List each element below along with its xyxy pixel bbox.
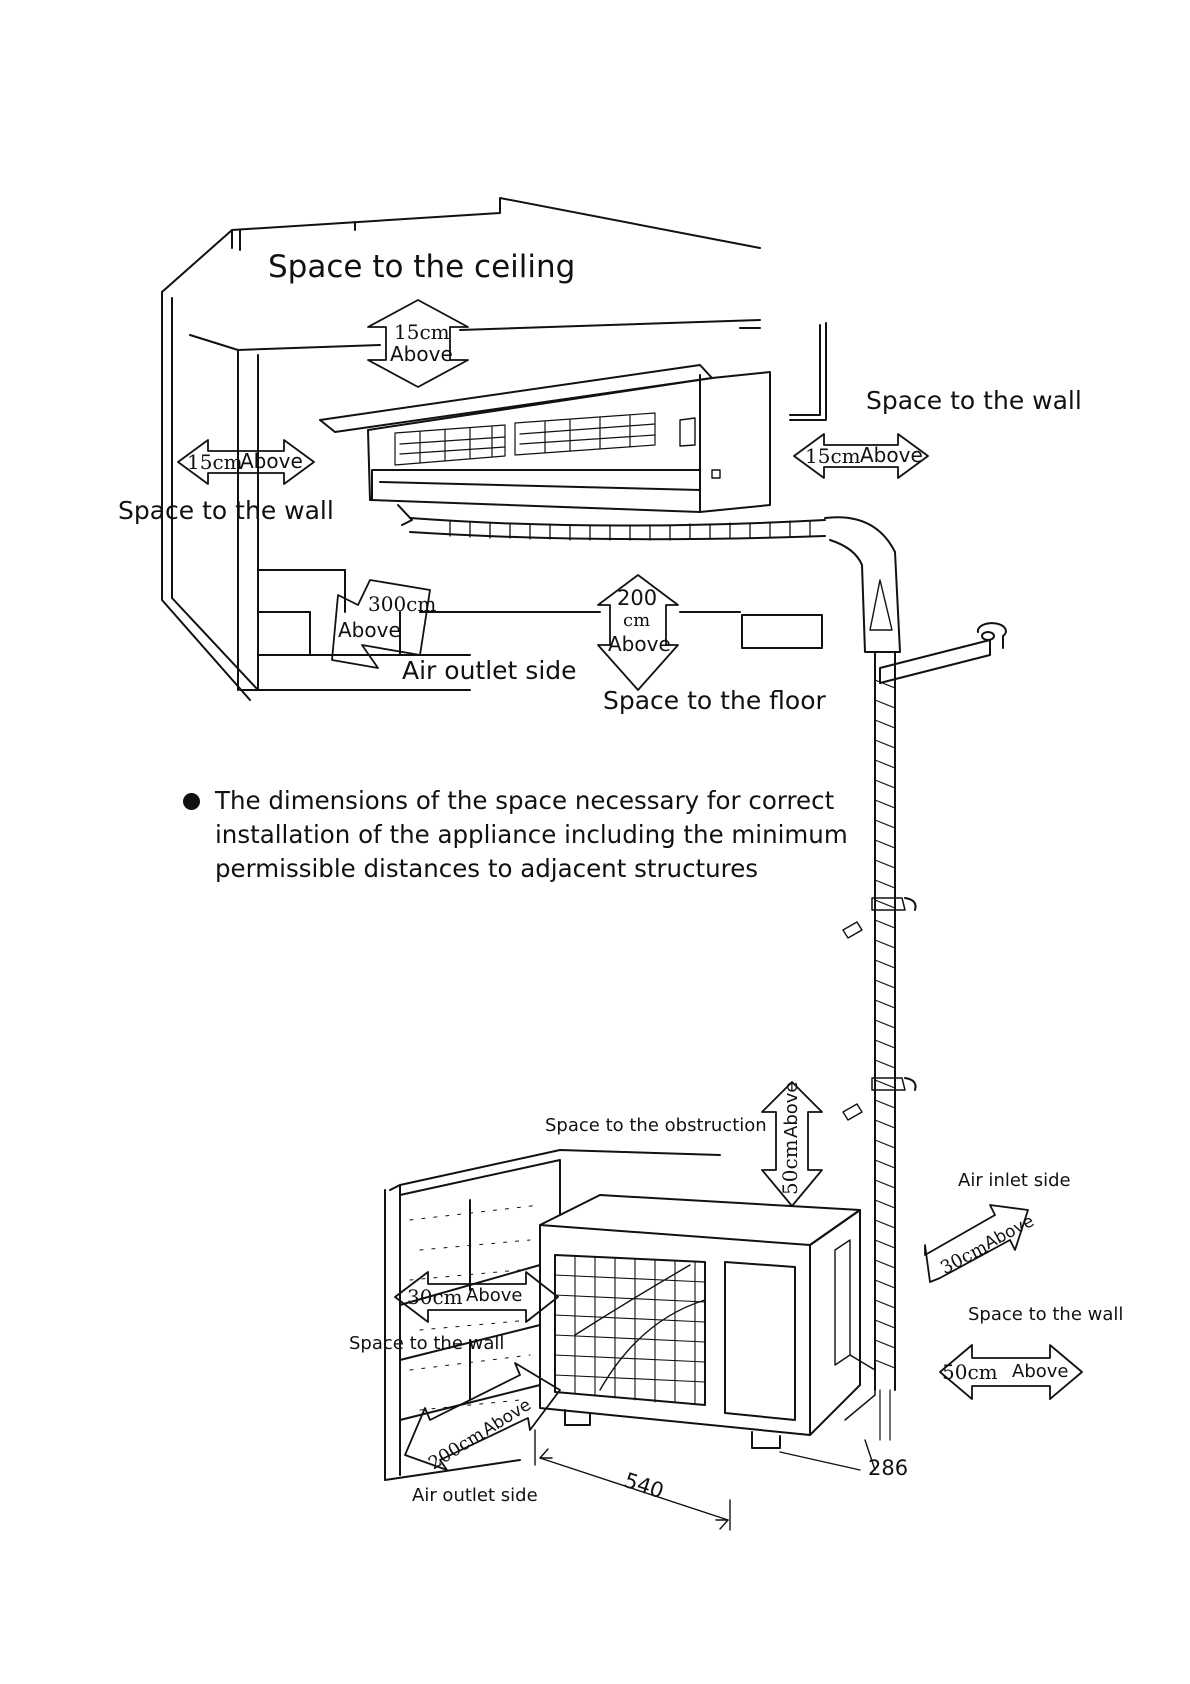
ceiling-title: Space to the ceiling bbox=[268, 249, 576, 285]
outdoor-unit bbox=[539, 1194, 876, 1449]
outdoor-dimension-lines bbox=[534, 1429, 876, 1531]
indoor-right-wall-above: Above bbox=[860, 443, 923, 467]
outdoor-left-wall-value: 30cm bbox=[407, 1285, 463, 1309]
outdoor-right-wall-value: 50cm bbox=[942, 1360, 998, 1384]
indoor-ceiling-arrow bbox=[367, 299, 469, 388]
obstruction-value: 50cm bbox=[778, 1139, 802, 1195]
bullet-icon bbox=[183, 793, 200, 810]
outdoor-right-wall-label: Space to the wall bbox=[968, 1304, 1124, 1325]
note-line-1: The dimensions of the space necessary fo… bbox=[215, 786, 835, 815]
indoor-right-wall-arrow bbox=[793, 433, 929, 479]
indoor-room-walls bbox=[161, 197, 827, 701]
indoor-floor-above: Above bbox=[608, 632, 671, 656]
ceiling-value: 15cm bbox=[394, 320, 450, 344]
obstruction-label: Space to the obstruction bbox=[545, 1115, 767, 1136]
outdoor-obstruction-arrow bbox=[761, 1081, 823, 1207]
outdoor-left-wall-label: Space to the wall bbox=[349, 1333, 505, 1354]
indoor-left-wall-label: Space to the wall bbox=[118, 496, 334, 525]
indoor-floor-unit: cm bbox=[623, 610, 651, 631]
indoor-floor-label: Space to the floor bbox=[603, 686, 826, 715]
outdoor-left-wall-arrow bbox=[394, 1271, 559, 1323]
indoor-right-wall-value: 15cm bbox=[805, 444, 861, 468]
note-line-3: permissible distances to adjacent struct… bbox=[215, 854, 759, 883]
indoor-outlet-value: 300cm bbox=[368, 592, 437, 616]
installation-note: The dimensions of the space necessary fo… bbox=[183, 784, 855, 886]
indoor-outlet-arrow bbox=[331, 579, 431, 669]
indoor-pipe bbox=[409, 516, 1007, 1441]
ceiling-above: Above bbox=[390, 342, 453, 366]
outdoor-right-wall-above: Above bbox=[1012, 1361, 1069, 1382]
indoor-floor-arrow bbox=[597, 574, 679, 691]
outdoor-outlet-label: Air outlet side bbox=[412, 1485, 538, 1506]
indoor-right-wall-label: Space to the wall bbox=[866, 386, 1082, 415]
outdoor-left-wall-above: Above bbox=[466, 1285, 523, 1306]
indoor-unit bbox=[319, 364, 771, 526]
obstruction-above: Above bbox=[781, 1081, 802, 1138]
indoor-outlet-label: Air outlet side bbox=[402, 656, 577, 685]
indoor-outlet-above: Above bbox=[338, 618, 401, 642]
outdoor-inlet-label: Air inlet side bbox=[958, 1170, 1071, 1191]
note-line-2: installation of the appliance including … bbox=[215, 820, 848, 849]
indoor-left-wall-above: Above bbox=[240, 449, 303, 473]
dimension-depth: 286 bbox=[868, 1456, 909, 1480]
indoor-floor-value: 200 bbox=[617, 586, 658, 610]
outdoor-inlet-arrow bbox=[924, 1204, 1029, 1283]
indoor-left-wall-value: 15cm bbox=[187, 450, 243, 474]
outdoor-outlet-arrow bbox=[404, 1362, 561, 1471]
indoor-left-wall-arrow bbox=[177, 439, 315, 485]
outdoor-right-wall-arrow bbox=[939, 1344, 1083, 1400]
